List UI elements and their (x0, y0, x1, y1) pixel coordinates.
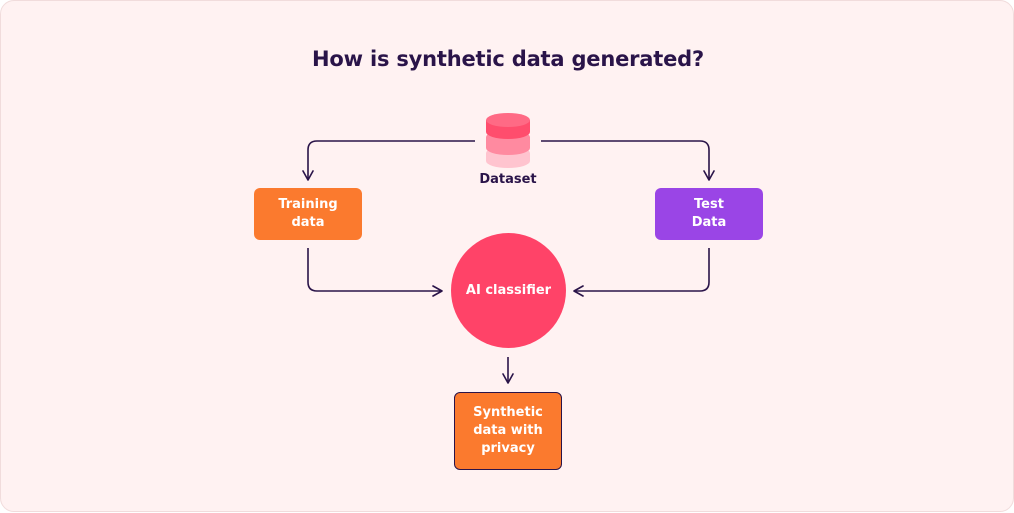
edge-dataset-to-test (541, 140, 715, 181)
database-icon (484, 111, 532, 169)
edge-dataset-to-training (302, 140, 475, 181)
edge-test-to-classifier (573, 248, 710, 297)
diagram-title: How is synthetic data generated? (312, 47, 704, 71)
ai-classifier-label: AI classifier (465, 283, 552, 298)
ai-classifier-node: AI classifier (451, 233, 566, 348)
test-data-node: Test Data (655, 188, 763, 240)
synthetic-data-node: Synthetic data with privacy (454, 392, 562, 470)
training-data-node: Training data (254, 188, 362, 240)
test-data-label: Test Data (691, 197, 727, 230)
training-data-label: Training data (278, 197, 338, 230)
synthetic-data-label: Synthetic data with privacy (473, 405, 543, 456)
edge-training-to-classifier (307, 248, 443, 297)
dataset-label: Dataset (479, 172, 537, 187)
